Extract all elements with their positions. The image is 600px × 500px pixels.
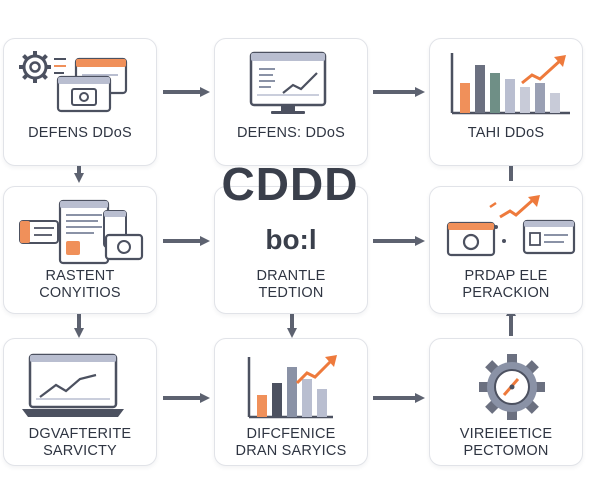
diagram-subtitle: bo:l: [265, 224, 317, 255]
node-bottom-middle-label: DIFCFENICE DRAN SARYICS: [235, 426, 347, 459]
diagram-title: CDDD: [221, 158, 359, 210]
node-top-middle: DEFENS: DDoS: [214, 38, 368, 166]
node-middle-left-label: RASTENT CONYITIOS: [39, 268, 121, 301]
trend-windows-icon: [446, 195, 576, 257]
node-middle-center: DRANTLE TEDTION: [214, 186, 368, 314]
node-bottom-left-label: DGVAFTERITE SARVICTY: [28, 426, 132, 459]
node-bottom-middle: DIFCFENICE DRAN SARYICS: [214, 338, 368, 466]
node-middle-left: RASTENT CONYITIOS: [3, 186, 157, 314]
gear-window-icon: [19, 51, 128, 113]
node-top-left: DEFENS DDoS: [3, 38, 157, 166]
node-top-right: TAHI DDoS: [429, 38, 583, 166]
node-bottom-right: VIREIEETICE PECTOMON: [429, 338, 583, 466]
monitor-chart-icon: [249, 51, 327, 114]
node-middle-right: PRDAP ELE PERACKION: [429, 186, 583, 314]
laptop-chart-icon: [22, 353, 124, 417]
bar-trend-icon: [247, 355, 337, 419]
node-middle-right-label: PRDAP ELE PERACKION: [462, 268, 550, 301]
node-bottom-left: DGVAFTERITE SARVICTY: [3, 338, 157, 466]
node-top-left-label: DEFENS DDoS: [28, 125, 132, 141]
node-top-right-label: TAHI DDoS: [467, 125, 545, 141]
node-top-middle-label: DEFENS: DDoS: [237, 125, 345, 141]
node-bottom-right-label: VIREIEETICE PECTOMON: [459, 426, 553, 459]
gear-gauge-icon: [479, 354, 545, 420]
windows-stack-icon: [19, 199, 144, 265]
bar-chart-icon: [450, 53, 570, 115]
node-middle-center-label: DRANTLE TEDTION: [256, 268, 326, 301]
